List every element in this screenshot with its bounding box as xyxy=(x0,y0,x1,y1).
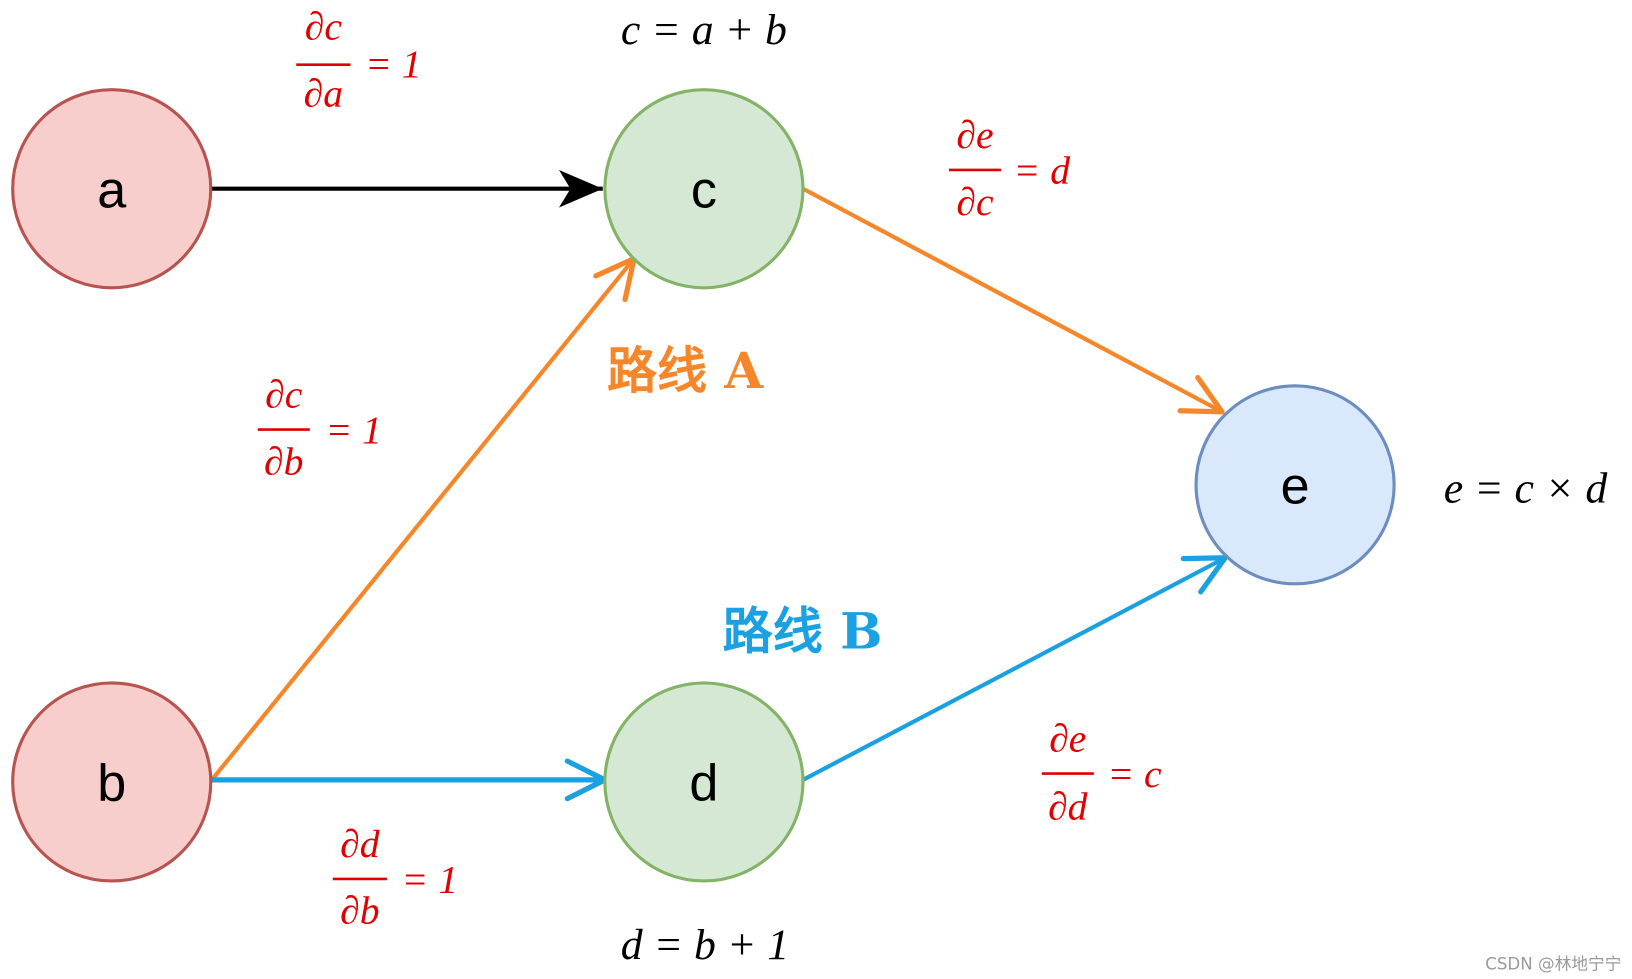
edge-d-to-e xyxy=(801,555,1228,782)
formula-d: d = b + 1 xyxy=(621,921,789,969)
derivative-rhs: = 1 xyxy=(402,857,458,901)
derivative-numerator: ∂c xyxy=(305,5,343,49)
node-c-label: c xyxy=(691,161,717,219)
derivative-numerator: ∂c xyxy=(265,373,303,417)
node-a: a xyxy=(11,88,213,290)
derivative-rhs: = 1 xyxy=(365,42,421,86)
derivative-de-dd: ∂e ∂d = c xyxy=(1041,717,1162,828)
derivative-numerator: ∂e xyxy=(956,113,993,157)
edge-b-to-c xyxy=(210,255,637,782)
route-a-label: 路线 A xyxy=(607,341,764,400)
formula-c: c = a + b xyxy=(621,6,787,54)
node-c: c xyxy=(603,88,805,290)
edge-c-to-e xyxy=(801,186,1225,415)
node-b-label: b xyxy=(97,755,126,813)
derivative-numerator: ∂d xyxy=(340,822,380,866)
node-b: b xyxy=(11,681,213,883)
derivative-numerator: ∂e xyxy=(1049,717,1086,761)
node-e: e xyxy=(1194,384,1396,586)
derivative-denominator: ∂b xyxy=(264,439,303,483)
derivative-rhs: = d xyxy=(1014,148,1071,192)
derivative-rhs: = c xyxy=(1107,752,1162,796)
derivative-denominator: ∂a xyxy=(304,71,343,115)
derivative-denominator: ∂b xyxy=(340,889,379,933)
derivative-dd-db: ∂d ∂b = 1 xyxy=(332,822,458,933)
node-d: d xyxy=(603,681,805,883)
node-e-label: e xyxy=(1281,458,1310,516)
route-b-label: 路线 B xyxy=(723,601,883,660)
node-e-circle xyxy=(1194,384,1396,586)
node-a-label: a xyxy=(97,161,126,219)
derivative-denominator: ∂d xyxy=(1048,784,1088,828)
derivative-dc-db: ∂c ∂b = 1 xyxy=(257,373,382,483)
node-c-circle xyxy=(603,88,805,290)
derivative-denominator: ∂c xyxy=(956,180,994,224)
edges xyxy=(210,169,1228,802)
derivative-dc-da: ∂c ∂a = 1 xyxy=(296,5,422,115)
node-a-circle xyxy=(11,88,213,290)
node-b-circle xyxy=(11,681,213,883)
derivative-de-dc: ∂e ∂c = d xyxy=(948,113,1071,224)
formula-e: e = c × d xyxy=(1444,465,1608,513)
derivative-rhs: = 1 xyxy=(325,408,381,452)
watermark: CSDN @林地宁宁 xyxy=(1485,955,1621,974)
node-d-label: d xyxy=(689,755,718,813)
node-d-circle xyxy=(603,681,805,883)
